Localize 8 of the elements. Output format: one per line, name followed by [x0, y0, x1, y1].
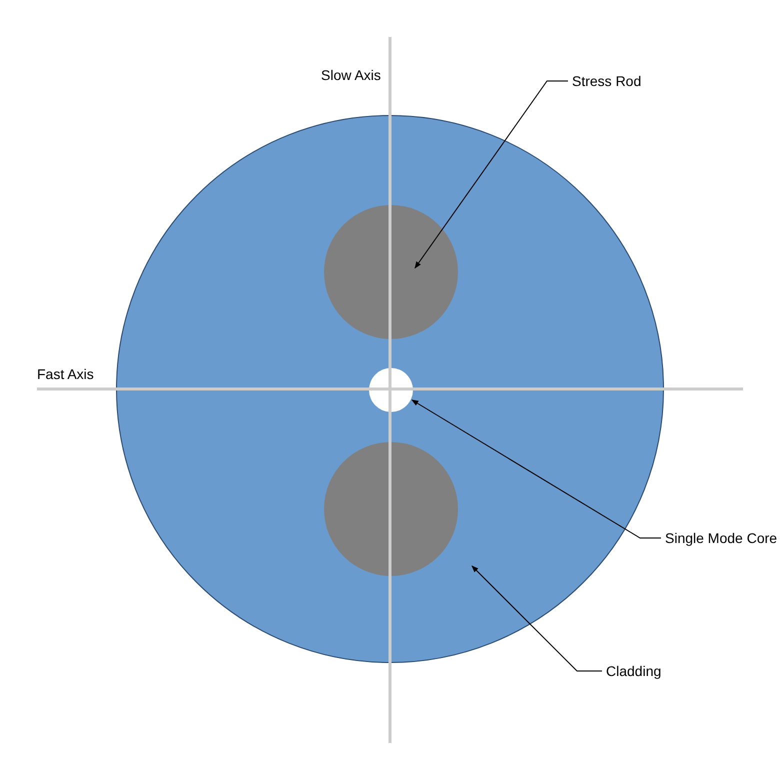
axis-label: Slow Axis	[321, 67, 381, 83]
leader-line	[411, 400, 662, 538]
callout-text: Stress Rod	[572, 73, 642, 89]
axis-label: Fast Axis	[37, 366, 94, 382]
leader-line	[472, 566, 602, 672]
leader-line	[414, 80, 568, 269]
callout-text: Cladding	[606, 663, 662, 679]
callout-text: Single Mode Core	[665, 530, 778, 546]
